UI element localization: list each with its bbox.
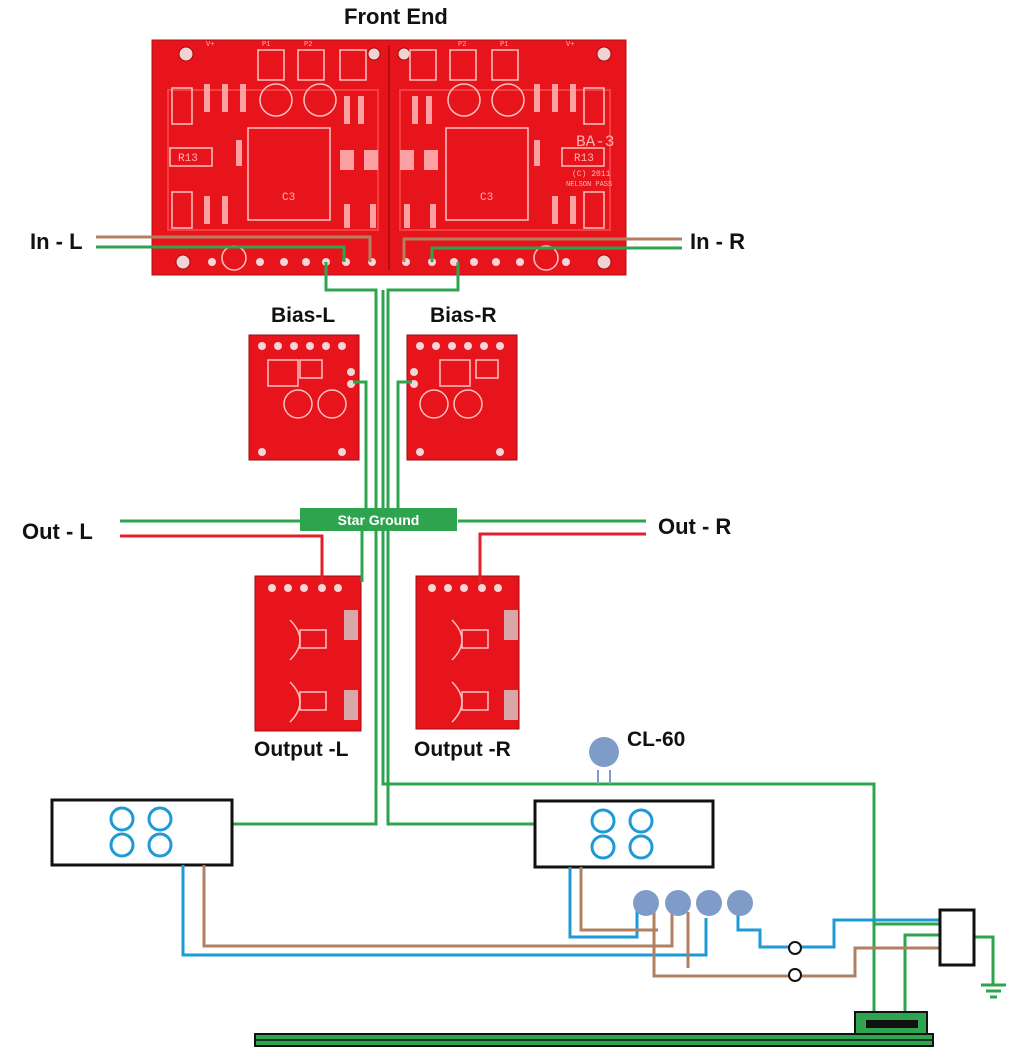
earth-ground-icon (981, 983, 1006, 999)
pcb-label-p2-a: P2 (304, 41, 312, 49)
output-board-right (415, 575, 520, 730)
pcb-copyright: (C) 2011 (572, 170, 611, 179)
label-out-left: Out - L (22, 519, 93, 544)
pcb-label-vplus-left: V+ (206, 41, 214, 49)
label-in-right: In - R (690, 229, 745, 254)
front-end-title: Front End (344, 4, 448, 29)
pcb-label-p1-a: P1 (262, 41, 270, 49)
label-cl60: CL-60 (627, 728, 686, 751)
pcb-label-vplus-right: V+ (566, 41, 574, 49)
rectifier-diode-icon (633, 890, 753, 916)
pcb-board-name: BA-3 (576, 133, 614, 151)
star-ground-bar (300, 508, 457, 531)
label-bias-left: Bias-L (271, 304, 336, 327)
output-board-left (254, 575, 362, 732)
iec-inlet-icon (938, 908, 976, 967)
pcb-label-c3-left: C3 (282, 192, 295, 204)
pcb-label-r13-right: R13 (574, 153, 594, 165)
label-star-ground: Star Ground (337, 512, 420, 528)
pcb-label-p1-b: P1 (500, 41, 508, 49)
ground-bus (120, 262, 995, 1014)
mains-wiring (181, 865, 940, 978)
pcb-label-p2-b: P2 (458, 41, 466, 49)
bias-board-right (406, 334, 518, 461)
psu-left (50, 798, 234, 867)
psu-right (533, 799, 715, 869)
pcb-designer: NELSON PASS (566, 181, 612, 189)
transformer-icon (109, 806, 173, 858)
output-wires (120, 532, 646, 584)
bias-board-left (248, 334, 360, 461)
thermistor-cl60-icon (589, 737, 619, 767)
label-output-left: Output -L (254, 738, 349, 761)
fuse-icon (788, 941, 802, 982)
pcb-label-r13-left: R13 (178, 153, 198, 165)
input-wires (96, 235, 682, 262)
transformer-icon (590, 808, 654, 860)
label-in-left: In - L (30, 229, 83, 254)
label-out-right: Out - R (658, 514, 732, 539)
pcb-label-c3-right: C3 (480, 192, 493, 204)
label-output-right: Output -R (414, 738, 511, 761)
label-bias-right: Bias-R (430, 304, 497, 327)
